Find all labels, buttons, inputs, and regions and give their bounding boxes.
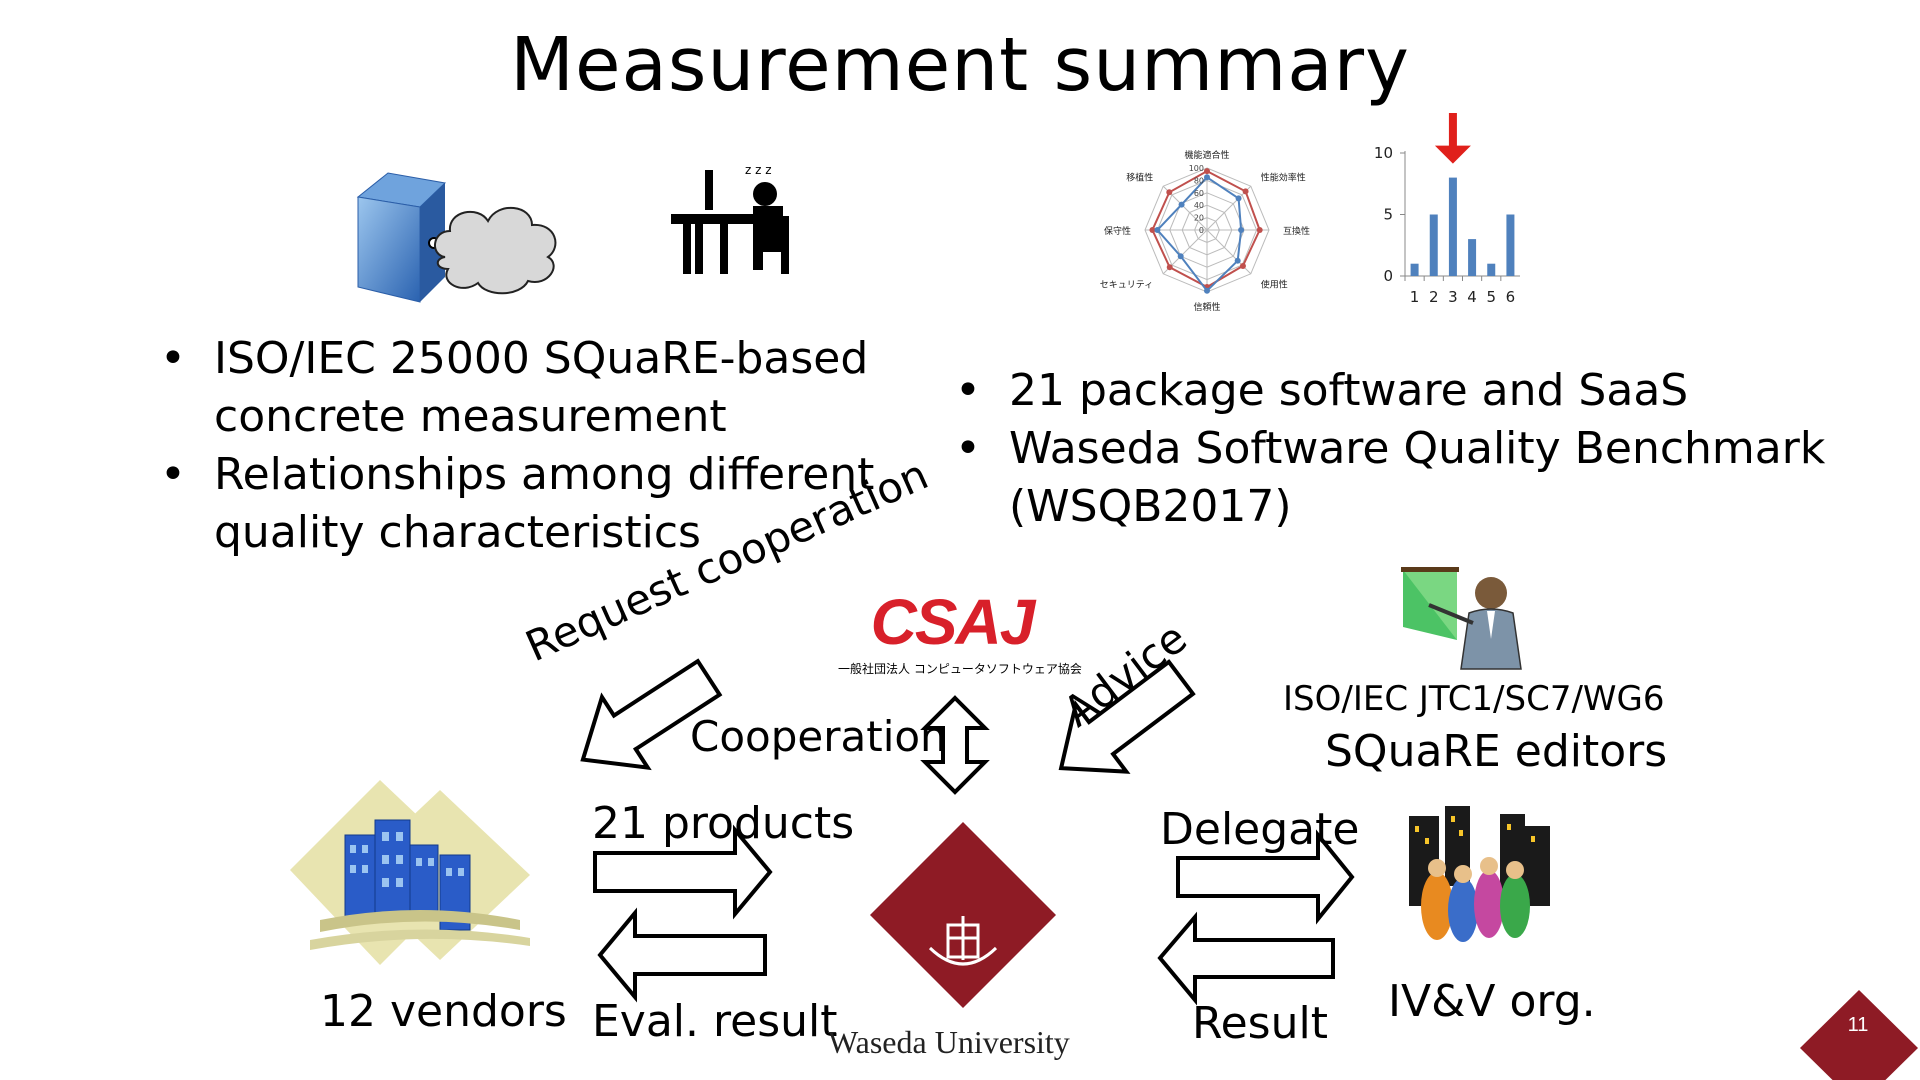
right-bullet-list: 21 package software and SaaS Waseda Soft…	[955, 362, 1885, 536]
cooperation-label: Cooperation	[690, 716, 947, 758]
radar-axis-label: 機能適合性	[1184, 149, 1229, 161]
radar-point	[1204, 168, 1210, 174]
radar-axis-label: 性能効率性	[1261, 171, 1306, 183]
bar	[1449, 178, 1457, 276]
y-tick-label: 10	[1374, 144, 1393, 162]
page-number: 11	[1818, 1014, 1898, 1037]
team-icon	[1405, 806, 1555, 946]
svg-text:z z z: z z z	[745, 163, 772, 177]
result-arrow	[1160, 917, 1333, 1000]
csaj-logo: CSAJ 一般社団法人 コンピュータソフトウェア協会	[838, 590, 1066, 677]
radar-point	[1178, 253, 1184, 259]
x-tick-label: 4	[1467, 288, 1477, 306]
bar	[1411, 264, 1419, 276]
radar-axis-label: 保守性	[1104, 225, 1131, 237]
delegate-label: Delegate	[1160, 808, 1359, 852]
buildings-icon	[290, 780, 540, 970]
eval-label: Eval. result	[592, 1000, 837, 1044]
radar-point	[1166, 189, 1172, 195]
y-tick-label: 5	[1383, 206, 1393, 224]
radar-tick-label: 0	[1199, 226, 1204, 235]
bar	[1506, 215, 1514, 277]
products-label: 21 products	[592, 802, 854, 846]
radar-tick-label: 40	[1194, 201, 1204, 210]
csaj-subtitle: 一般社団法人 コンピュータソフトウェア協会	[838, 660, 1066, 677]
radar-point	[1236, 195, 1242, 201]
wg-label: ISO/IEC JTC1/SC7/WG6	[1283, 682, 1665, 716]
radar-point	[1154, 227, 1160, 233]
y-tick-label: 0	[1383, 267, 1393, 285]
radar-tick-label: 20	[1194, 214, 1204, 223]
radar-axis-label: セキュリティ	[1100, 280, 1153, 291]
x-tick-label: 1	[1410, 288, 1420, 306]
bar	[1468, 239, 1476, 276]
x-tick-label: 6	[1506, 288, 1516, 306]
radar-axis-label: 互換性	[1283, 225, 1310, 237]
editors-label: SQuaRE editors	[1325, 730, 1667, 774]
bullet-item: 21 package software and SaaS	[955, 362, 1885, 420]
radar-tick-label: 100	[1189, 164, 1204, 173]
radar-point	[1204, 174, 1210, 180]
x-tick-label: 5	[1486, 288, 1496, 306]
waseda-logo	[868, 820, 1058, 1010]
radar-point	[1179, 202, 1185, 208]
radar-point	[1243, 188, 1249, 194]
radar-axis-label: 使用性	[1261, 279, 1288, 291]
csaj-logo-text: CSAJ	[838, 590, 1066, 654]
radar-tick-label: 60	[1194, 189, 1204, 198]
x-tick-label: 3	[1448, 288, 1458, 306]
radar-axis-label: 移植性	[1126, 171, 1153, 183]
radar-point	[1257, 227, 1263, 233]
eval-arrow	[600, 913, 765, 997]
presenter-icon	[1395, 565, 1525, 675]
vendors-label: 12 vendors	[320, 990, 567, 1034]
highlight-arrow-head	[1435, 146, 1471, 164]
radar-point	[1238, 227, 1244, 233]
result-label: Result	[1192, 1002, 1328, 1046]
radar-axis-label: 信頼性	[1193, 301, 1220, 313]
bullet-item: Waseda Software Quality Benchmark (WSQB2…	[955, 420, 1885, 536]
waseda-label: Waseda University	[828, 1026, 1070, 1058]
bullet-item: ISO/IEC 25000 SQuaRE-based concrete meas…	[160, 330, 880, 446]
slide-title: Measurement summary	[0, 22, 1920, 108]
radar-point	[1240, 263, 1246, 269]
radar-point	[1204, 288, 1210, 294]
radar-point	[1167, 264, 1173, 270]
bar	[1487, 264, 1495, 276]
highlight-arrow-shaft	[1449, 113, 1457, 150]
bar	[1430, 215, 1438, 277]
radar-tick-label: 80	[1194, 176, 1204, 185]
server-cloud-icon	[350, 165, 570, 305]
radar-point	[1235, 258, 1241, 264]
ivv-label: IV&V org.	[1388, 980, 1596, 1024]
x-tick-label: 2	[1429, 288, 1439, 306]
sleeping-worker-icon: z z z	[665, 160, 805, 300]
